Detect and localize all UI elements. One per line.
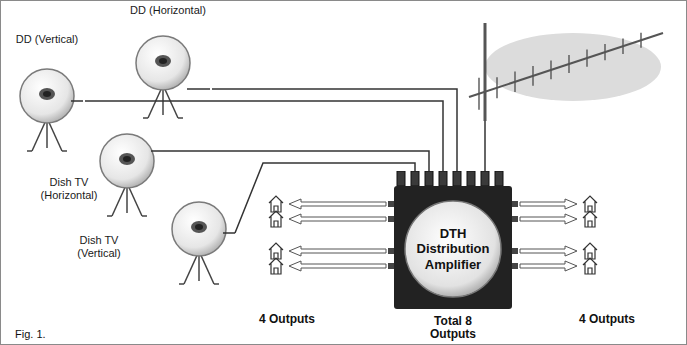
satellite-dish [136,36,210,118]
satellite-dish [100,134,163,216]
satellite-dish [100,134,154,216]
output-connector [512,201,518,207]
device-name: DTH Distribution Amplifier [409,226,497,273]
antenna-element [514,72,515,92]
output-arrow [520,199,577,209]
output-connector [388,263,394,269]
satellite-dish [136,36,190,118]
input-connector [453,171,461,186]
antenna-element [532,66,533,86]
house-icon [269,196,283,212]
output-arrow [289,199,386,209]
amplifier-box: DTH Distribution Amplifier [388,171,518,309]
house-icon [583,196,597,212]
antenna-boom [469,33,663,97]
satellite-dish [20,69,74,151]
output-connector [512,263,518,269]
dish-node: Dish TV (Vertical) [67,196,235,296]
output-arrow [520,261,577,271]
input-connector [397,171,405,186]
antenna-element [496,77,497,98]
cable-stub [187,88,210,90]
satellite-dish [20,69,83,151]
amplifier-dial [405,201,501,297]
input-connector [495,171,503,186]
coax-cable [235,163,415,233]
antenna-cable [484,121,486,171]
dish-node: DD (Vertical) [11,31,85,156]
cable-stub [223,232,235,234]
dish-label: DD (Horizontal) [126,4,210,17]
output-connector [512,248,518,254]
input-connector [439,171,447,186]
house-icon [269,243,283,259]
output-connector [388,201,394,207]
output-arrow [289,214,386,224]
dish-label: Dish TV (Vertical) [67,234,131,259]
antenna-element [568,55,569,73]
output-arrow [289,261,386,271]
cable-stub [151,150,163,152]
coax-cable [212,89,457,171]
coax-cable [85,101,443,171]
house-icon [269,258,283,274]
input-connector [467,171,475,186]
dish-label: Dish TV (Horizontal) [37,176,101,201]
dish-node: Dish TV (Horizontal) [37,126,163,226]
input-connector [481,171,489,186]
output-arrow [520,246,577,256]
output-connector [388,216,394,222]
output-label: 4 Outputs [247,313,327,326]
house-icon [583,211,597,227]
antenna-element [622,38,623,54]
output-connector [512,216,518,222]
output-label: Total 8 Outputs [421,315,485,341]
house-icon [583,243,597,259]
dish-node: DD (Horizontal) [126,4,212,131]
dish-label: DD (Vertical) [11,33,83,46]
antenna-element [640,33,641,48]
output-arrow [289,246,386,256]
output-connector [388,248,394,254]
amplifier-body [394,186,512,309]
coax-cable [163,151,429,171]
figure-number: Fig. 1. [15,328,75,341]
antenna-element [550,61,551,80]
tv-antenna [469,23,663,171]
cable-stub [71,100,83,102]
satellite-dish [172,202,226,284]
house-icon [583,258,597,274]
satellite-dish [172,202,235,284]
antenna-mast [484,23,487,121]
output-label: 4 Outputs [567,313,647,326]
output-arrow [520,214,577,224]
antenna-element [604,44,605,60]
input-connector [411,171,419,186]
house-icon [269,211,283,227]
antenna-element [478,78,479,110]
input-connector [425,171,433,186]
antenna-element [586,49,587,66]
